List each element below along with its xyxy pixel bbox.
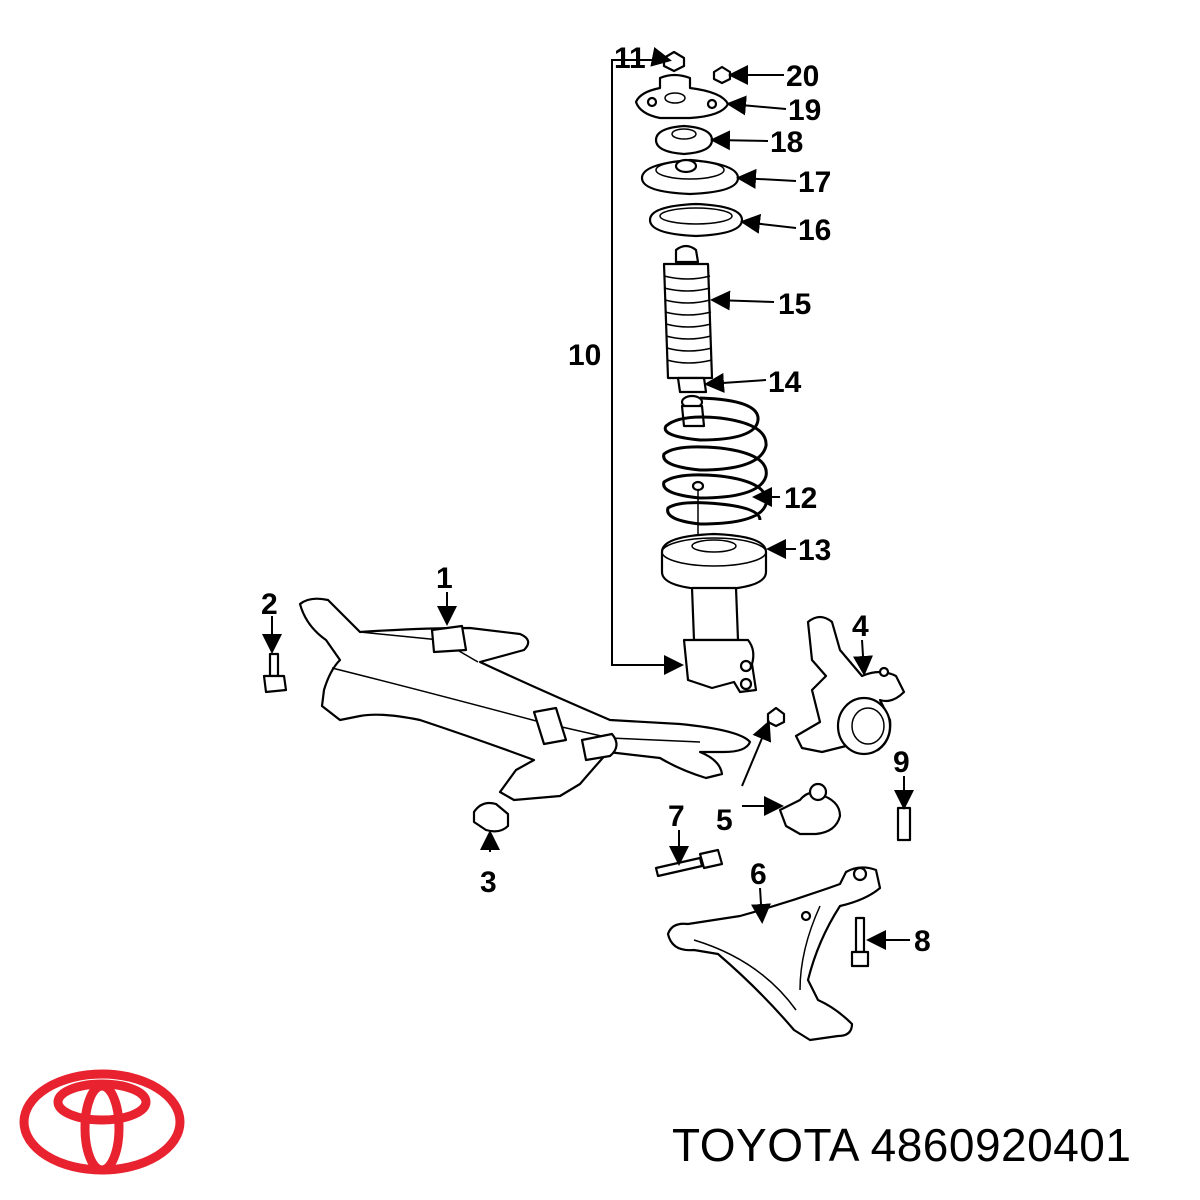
callout-7: 7 xyxy=(668,800,685,833)
strut-assembly-bracket xyxy=(611,59,684,675)
strut-upper-parts xyxy=(634,50,744,238)
leader-lines xyxy=(262,47,914,950)
bushing-3 xyxy=(472,801,510,833)
toyota-logo xyxy=(19,1069,185,1175)
bump-stopper xyxy=(680,394,706,428)
lower-control-arm xyxy=(666,866,882,1042)
brand-name: TOYOTA xyxy=(672,1119,858,1171)
subframe xyxy=(298,597,752,802)
callout-1: 1 xyxy=(436,562,453,595)
coil-spring xyxy=(662,396,768,540)
callout-8: 8 xyxy=(914,925,931,958)
pin-9 xyxy=(896,806,912,842)
dust-boot xyxy=(662,244,714,394)
callout-14: 14 xyxy=(768,366,802,399)
callout-16: 16 xyxy=(798,214,831,247)
callout-20: 20 xyxy=(786,60,819,93)
callout-11: 11 xyxy=(614,42,646,75)
lower-seat-and-shock xyxy=(660,532,768,694)
callout-6: 6 xyxy=(750,858,767,891)
callout-5: 5 xyxy=(716,804,733,837)
steering-knuckle xyxy=(794,615,906,756)
callout-10: 10 xyxy=(568,339,601,372)
bolt-2 xyxy=(262,652,288,694)
ball-joint xyxy=(766,706,842,836)
callout-15: 15 xyxy=(778,288,811,321)
callout-2: 2 xyxy=(261,588,278,621)
callout-13: 13 xyxy=(798,534,831,567)
callout-19: 19 xyxy=(788,94,821,127)
part-number: 4860920401 xyxy=(870,1119,1132,1171)
callout-4: 4 xyxy=(852,610,869,643)
callout-12: 12 xyxy=(784,482,817,515)
callout-3: 3 xyxy=(480,866,497,899)
part-caption: TOYOTA 4860920401 xyxy=(672,1118,1131,1172)
bolt-7 xyxy=(654,848,724,878)
bolt-8 xyxy=(850,916,870,968)
callout-17: 17 xyxy=(798,166,831,199)
callout-9: 9 xyxy=(893,746,910,779)
callout-numbers: 1 2 3 4 5 6 7 8 9 10 11 12 13 14 15 16 1… xyxy=(261,42,931,958)
callout-18: 18 xyxy=(770,126,803,159)
